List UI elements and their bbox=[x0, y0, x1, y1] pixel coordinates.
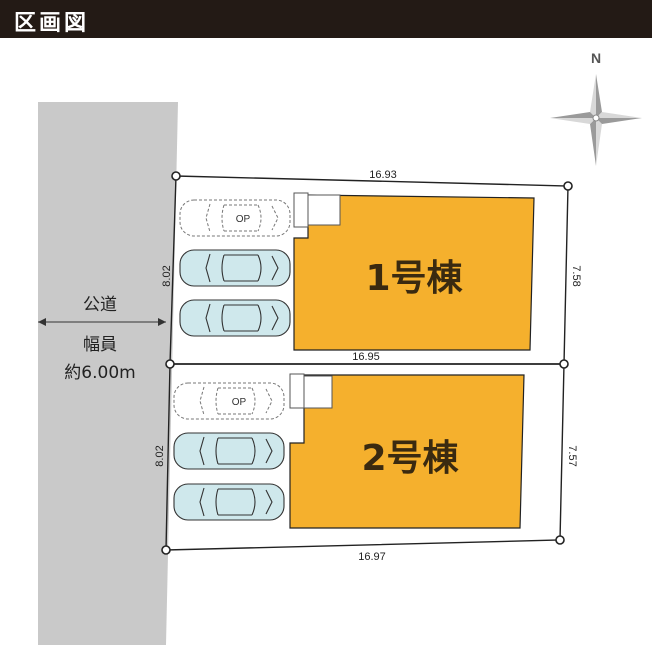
north-arrow-icon bbox=[550, 74, 642, 166]
parking-lot-1: OP bbox=[179, 199, 291, 337]
entrance-step bbox=[303, 375, 333, 409]
road-arrow-right bbox=[158, 318, 166, 326]
entrance-step bbox=[307, 194, 341, 226]
parking-car bbox=[179, 249, 291, 287]
road-arrow-left bbox=[38, 318, 46, 326]
page-title: 区画図 bbox=[14, 10, 90, 36]
entrance-porch bbox=[293, 192, 309, 228]
parking-car bbox=[173, 432, 285, 470]
house-1: 1号棟 bbox=[293, 192, 535, 351]
lot-2-left-dimension: 8.02 bbox=[154, 445, 166, 466]
lot-2-top-dimension: 16.95 bbox=[352, 351, 380, 363]
house-1-label: 1号棟 bbox=[365, 258, 463, 299]
op-label: OP bbox=[236, 214, 251, 225]
boundary-markers bbox=[161, 171, 573, 555]
road-width-value: 約6.00m bbox=[64, 363, 135, 383]
road-surface bbox=[38, 102, 178, 645]
parking-car bbox=[179, 299, 291, 337]
public-road: 公道 幅員 約6.00m bbox=[38, 102, 178, 645]
lot-1-top-dimension: 16.93 bbox=[369, 169, 397, 181]
lot-2-bottom-dimension: 16.97 bbox=[358, 551, 386, 563]
house-2-label: 2号棟 bbox=[361, 438, 459, 479]
house-2: 2号棟 bbox=[289, 373, 525, 529]
optional-parking-car bbox=[173, 382, 285, 420]
lot-1-left-dimension: 8.02 bbox=[161, 265, 173, 286]
parking-lot-2: OP bbox=[173, 382, 285, 521]
entrance-porch bbox=[289, 373, 305, 409]
site-plan: 公道 幅員 約6.00m N 16.93 8.02 7.58 16.95 8 bbox=[38, 50, 642, 645]
lot-1-right-dimension: 7.58 bbox=[570, 265, 582, 286]
header-bar: 区画図 bbox=[0, 0, 652, 38]
road-width-label: 幅員 bbox=[83, 335, 117, 355]
parking-car bbox=[173, 483, 285, 521]
lot-2-right-dimension: 7.57 bbox=[566, 445, 578, 466]
op-label: OP bbox=[232, 397, 247, 408]
compass-north-label: N bbox=[591, 50, 601, 66]
road-name: 公道 bbox=[83, 295, 117, 315]
